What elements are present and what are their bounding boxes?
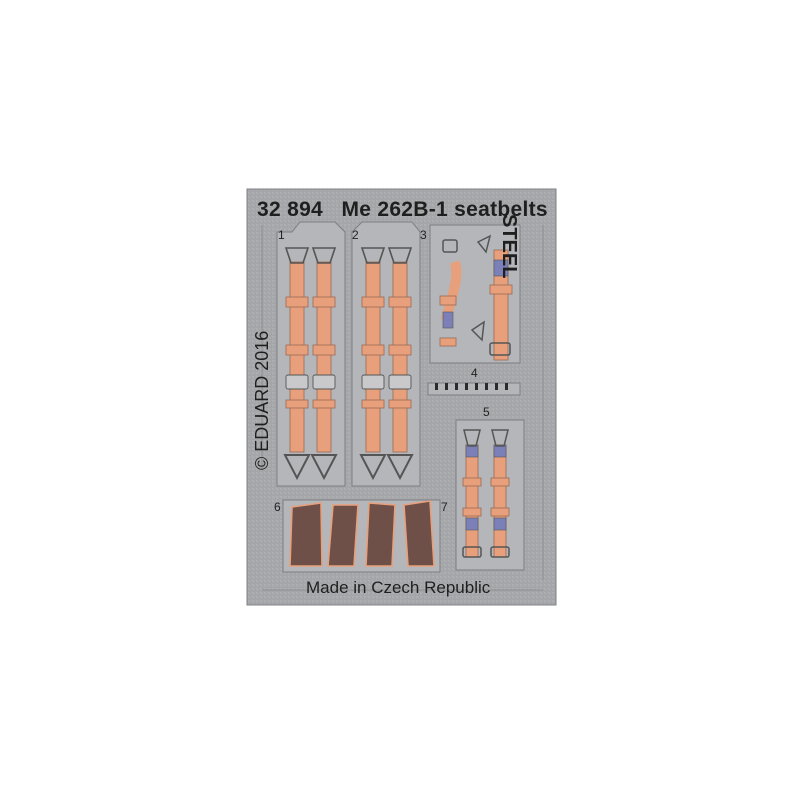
catalog-number: 32 894 (257, 198, 324, 221)
part-number-2: 2 (352, 228, 359, 242)
part-number-5: 5 (483, 405, 490, 419)
part-number-3: 3 (420, 228, 427, 242)
part-4-teeth (435, 383, 508, 390)
material-label: STEEL (498, 214, 520, 279)
kit-title: Me 262B-1 seatbelts (341, 198, 548, 221)
frame-sprues (261, 225, 544, 591)
part-3-belts (439, 234, 513, 361)
belt-straps-1-2 (283, 247, 413, 481)
part-number-4: 4 (471, 366, 478, 380)
part-number-7: 7 (441, 500, 448, 514)
origin-label: Made in Czech Republic (306, 578, 491, 597)
part-number-6: 6 (274, 500, 281, 514)
part-5-belts (462, 429, 510, 558)
seat-pads (289, 500, 435, 567)
copyright-label: © EDUARD 2016 (252, 330, 272, 470)
part-number-1: 1 (278, 228, 285, 242)
fret-title: 32 894 Me 262B-1 seatbelts (257, 198, 548, 222)
